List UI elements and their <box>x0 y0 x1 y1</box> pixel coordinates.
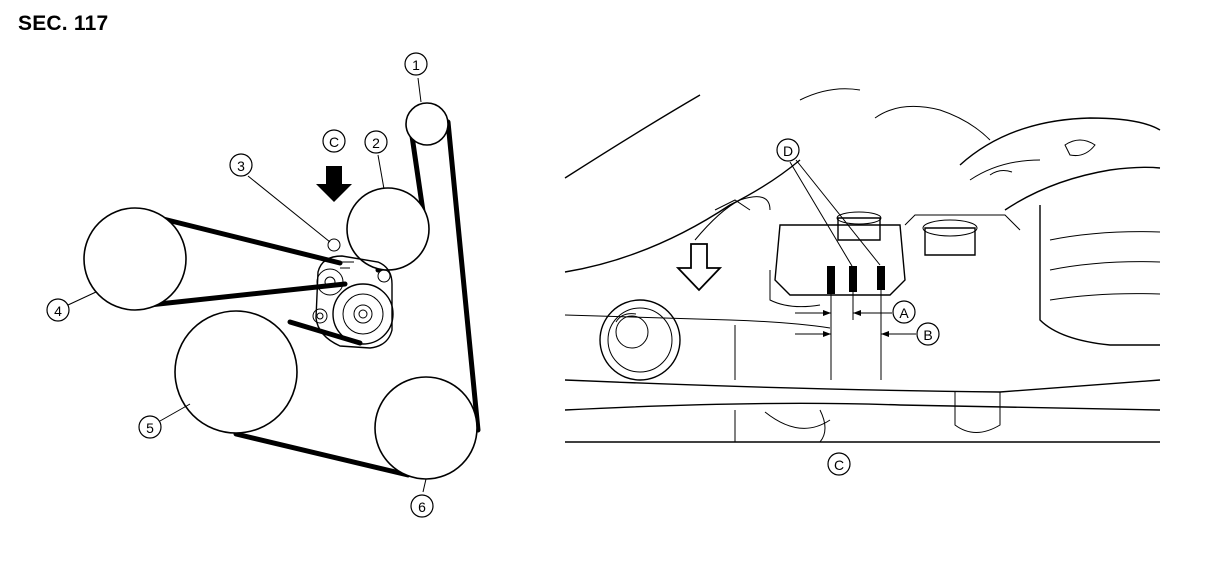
callout-4: 4 <box>46 298 70 322</box>
callout-5: 5 <box>138 415 162 439</box>
section-title: SEC. 117 <box>18 12 109 35</box>
callout-d: D <box>776 138 800 162</box>
outline-down-arrow-icon <box>675 243 723 292</box>
callout-1: 1 <box>404 52 428 76</box>
svg-text:C: C <box>834 457 844 473</box>
solid-down-arrow-icon <box>316 166 352 202</box>
svg-text:4: 4 <box>54 303 62 319</box>
svg-text:C: C <box>329 134 339 150</box>
callout-b: B <box>916 322 940 346</box>
pulley-6 <box>374 376 478 480</box>
svg-text:A: A <box>899 305 909 321</box>
svg-text:1: 1 <box>412 57 420 73</box>
svg-text:2: 2 <box>372 135 380 151</box>
leader-lines <box>67 77 427 493</box>
indicator-marks <box>827 266 885 294</box>
svg-text:5: 5 <box>146 420 154 436</box>
svg-text:6: 6 <box>418 499 426 515</box>
pulley-1 <box>405 102 449 146</box>
svg-text:D: D <box>783 143 793 159</box>
belt-routing-diagram: 1 2 3 C 4 5 6 <box>46 52 481 518</box>
pulley-2 <box>346 187 430 271</box>
callout-2: 2 <box>364 130 388 154</box>
tensioner-assembly <box>312 238 394 349</box>
callout-a: A <box>892 300 916 324</box>
tensioner-indicator-view: D A B C <box>564 88 1161 476</box>
measurement-lines <box>795 290 916 380</box>
pulley-5 <box>174 310 298 434</box>
callout-view-c-left: C <box>322 129 346 153</box>
svg-text:3: 3 <box>237 158 245 174</box>
callout-3: 3 <box>229 153 253 177</box>
svg-text:B: B <box>923 327 932 343</box>
callout-6: 6 <box>410 494 434 518</box>
callout-view-c-right: C <box>827 452 851 476</box>
pulley-4 <box>83 207 187 311</box>
